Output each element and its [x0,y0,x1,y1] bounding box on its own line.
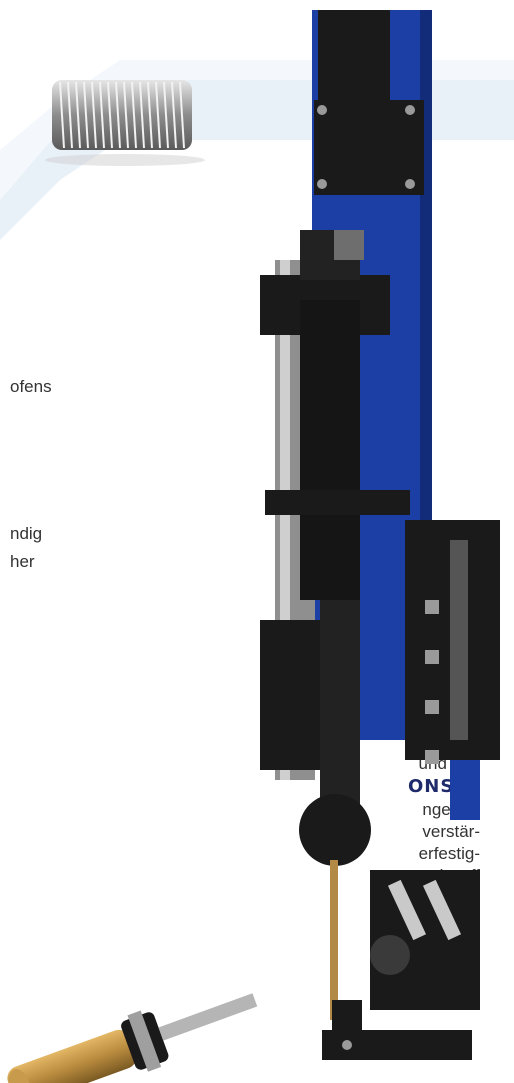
insertion-tool-image [7,993,258,1083]
paragraph-line-5: erfestig- [418,844,480,863]
text-fragment-2: ndig [10,524,43,543]
insertion-machine-image [260,10,500,1060]
paragraph-line-4: verstär- [422,822,480,841]
text-fragment-1: ofens [10,377,52,396]
thread-insert-coil-image [45,80,205,166]
text-fragment-3: her [10,552,35,571]
